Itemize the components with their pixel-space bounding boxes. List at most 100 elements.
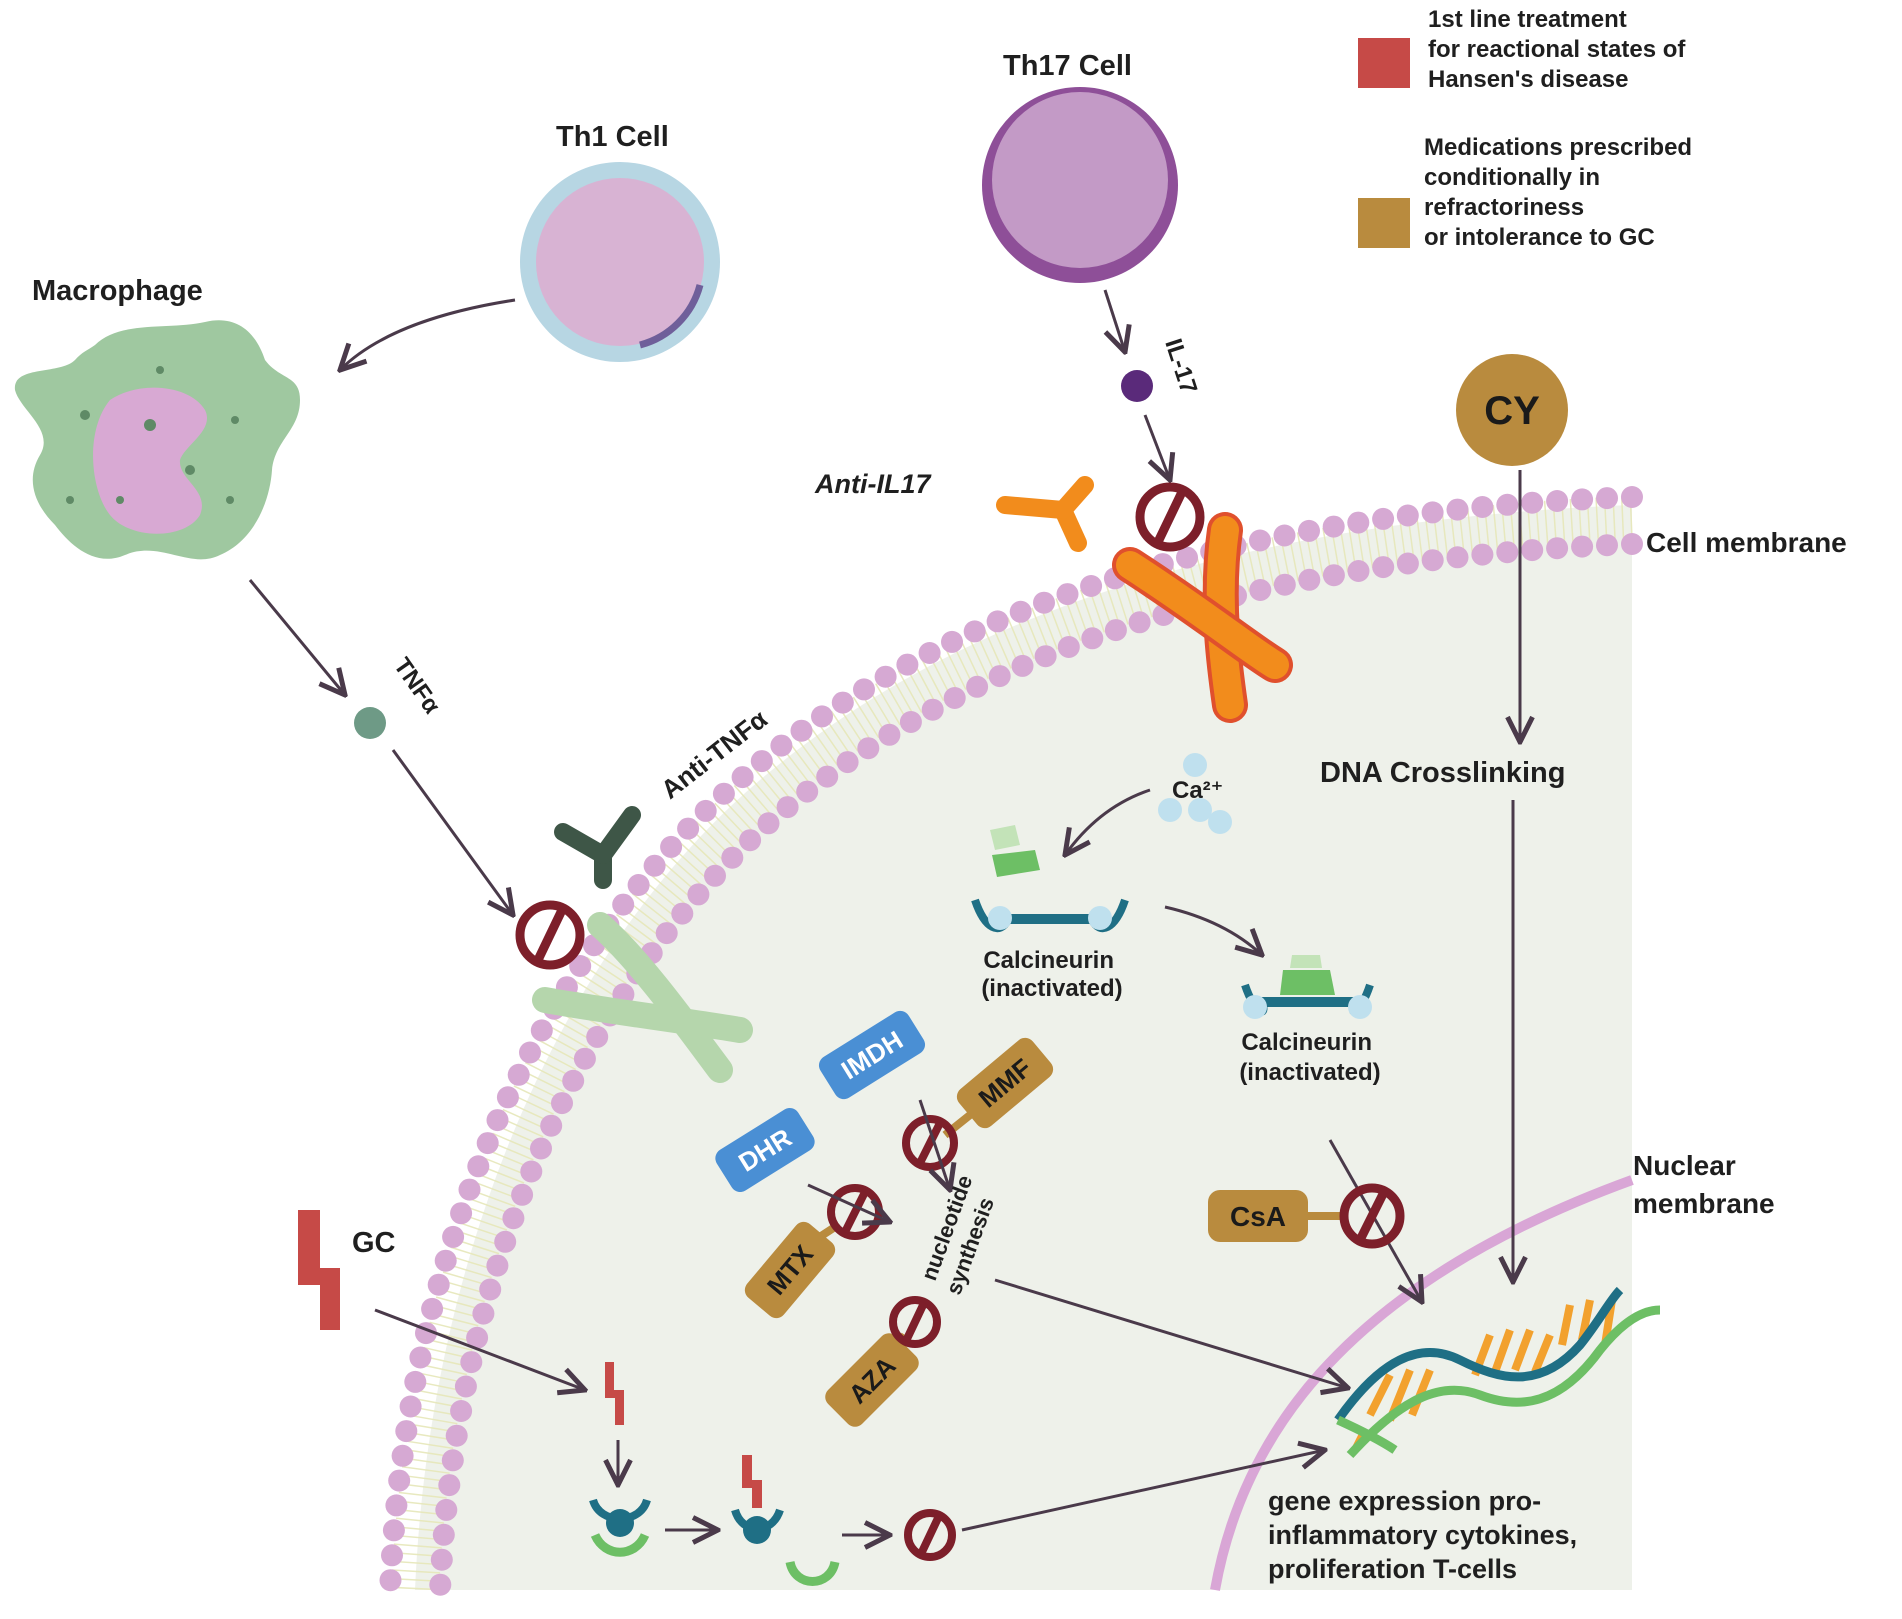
lipid-head: [1546, 537, 1569, 560]
lipid-head: [899, 711, 922, 733]
lipid-head: [520, 1160, 543, 1183]
nuclear-membrane: [1210, 1175, 1634, 1591]
lipid-head: [540, 1114, 563, 1137]
lipid-head: [1396, 552, 1419, 575]
lipid-head: [1596, 534, 1618, 557]
lipid-head: [460, 1351, 483, 1374]
calmodulin: [990, 825, 1040, 877]
lipid-head: [502, 1207, 525, 1230]
lipid-head: [1421, 501, 1444, 524]
lipid-head: [941, 630, 963, 653]
csa-drug: CsA: [1208, 1190, 1345, 1242]
lipid-head: [472, 1302, 495, 1325]
calcineurin-1: [971, 898, 1129, 933]
lipid-head: [395, 1420, 418, 1443]
lipid-head: [486, 1109, 509, 1132]
tnf-label: TNFα: [388, 653, 445, 719]
lipid-head: [796, 780, 819, 803]
lipid-head: [388, 1469, 411, 1492]
lipid-head: [381, 1544, 403, 1567]
lipid-head: [441, 1449, 464, 1472]
arrow-macrophage-to-tnf: [248, 579, 345, 695]
lipid-head: [1104, 619, 1127, 642]
lipid-head: [432, 1523, 455, 1546]
lipid-head: [385, 1494, 408, 1517]
inhibitor-il17: [1135, 482, 1205, 552]
cell-membrane-label: Cell membrane: [1646, 527, 1847, 558]
lipid-head: [442, 1225, 465, 1248]
il17-receptor: [1112, 512, 1293, 723]
tnf-receptor: [532, 912, 753, 1083]
legend: 1st line treatment for reactional states…: [1358, 6, 1692, 251]
lipid-head: [1471, 543, 1494, 566]
lipid-head: [1273, 573, 1296, 596]
inhibitor-tnf: [515, 900, 585, 970]
lipid-head: [1521, 539, 1544, 562]
lipid-head: [874, 665, 897, 688]
lipid-head: [562, 1069, 585, 1092]
lipid-head: [476, 1132, 499, 1155]
th1-label: Th1 Cell: [556, 121, 669, 153]
lipid-head: [1471, 496, 1494, 518]
lipid-head: [1249, 579, 1272, 601]
lipid-head: [896, 653, 919, 676]
lipid-head: [627, 874, 650, 896]
arrow-gc-into-cell: [374, 1308, 585, 1390]
lipid-head: [853, 678, 875, 701]
lipid-head: [857, 737, 880, 760]
lipid-head: [963, 620, 986, 643]
lipid-head: [573, 1047, 596, 1070]
gc-receptor-complex: [589, 1498, 651, 1557]
lipid-head: [1080, 575, 1103, 597]
svg-text:CsA: CsA: [1230, 1201, 1286, 1232]
lipid-head: [530, 1137, 552, 1160]
il17-molecule: [1121, 370, 1153, 402]
lipid-head: [1011, 654, 1034, 677]
lipid-head: [1176, 546, 1198, 569]
lipid-head: [1621, 486, 1643, 508]
lipid-head: [776, 796, 799, 819]
lipid-head: [655, 922, 678, 945]
lipid-head: [831, 691, 854, 714]
lipid-head: [1034, 645, 1057, 668]
arrow-tnf-to-receptor: [391, 749, 513, 915]
lipid-head: [450, 1202, 473, 1225]
arrow-calcineurin-to-dna: [1328, 1139, 1422, 1302]
arrow-gc-to-dna: [961, 1450, 1325, 1532]
arrow-dhr-to-synthesis: [807, 1183, 890, 1222]
lipid-head: [399, 1395, 422, 1418]
macrophage-label: Macrophage: [32, 275, 203, 307]
lipid-head: [757, 812, 780, 835]
legend-first-line-text: 1st line treatment for reactional states…: [1428, 6, 1692, 93]
inhibitor-gc: [904, 1509, 956, 1561]
inhibitor-aza: [889, 1296, 941, 1348]
dna-crosslinking-label: DNA Crosslinking: [1320, 757, 1565, 789]
nuclear-membrane-label: Nuclear membrane: [1633, 1150, 1775, 1219]
lipid-head: [379, 1569, 402, 1592]
lipid-head: [770, 734, 793, 757]
th17-cell: [982, 87, 1178, 283]
lipid-head: [1057, 636, 1080, 658]
lipid-head: [750, 750, 773, 773]
lipid-head: [1249, 529, 1271, 552]
lipid-head: [496, 1086, 519, 1109]
lipid-head: [435, 1498, 458, 1521]
lipid-head: [712, 782, 735, 805]
th17-label: Th17 Cell: [1003, 50, 1132, 82]
calcium-ions: [1158, 753, 1232, 834]
lipid-head: [643, 854, 666, 877]
lipid-head: [507, 1063, 530, 1086]
lipid-head: [671, 902, 694, 925]
lipid-head: [486, 1254, 509, 1277]
lipid-head: [731, 766, 754, 789]
cell-membrane: [379, 486, 1643, 1596]
arrow-th17-to-il17: [1103, 289, 1125, 352]
lipid-head: [1496, 493, 1519, 516]
lipid-head: [466, 1326, 489, 1349]
gc-label: GC: [352, 1227, 396, 1259]
calcium-label: Ca²⁺: [1172, 777, 1223, 804]
lipid-head: [1571, 535, 1594, 558]
arrow-calcineurin-activation: [1164, 905, 1262, 955]
lipid-head: [1033, 591, 1055, 614]
inhibitor-csa: [1339, 1183, 1405, 1249]
